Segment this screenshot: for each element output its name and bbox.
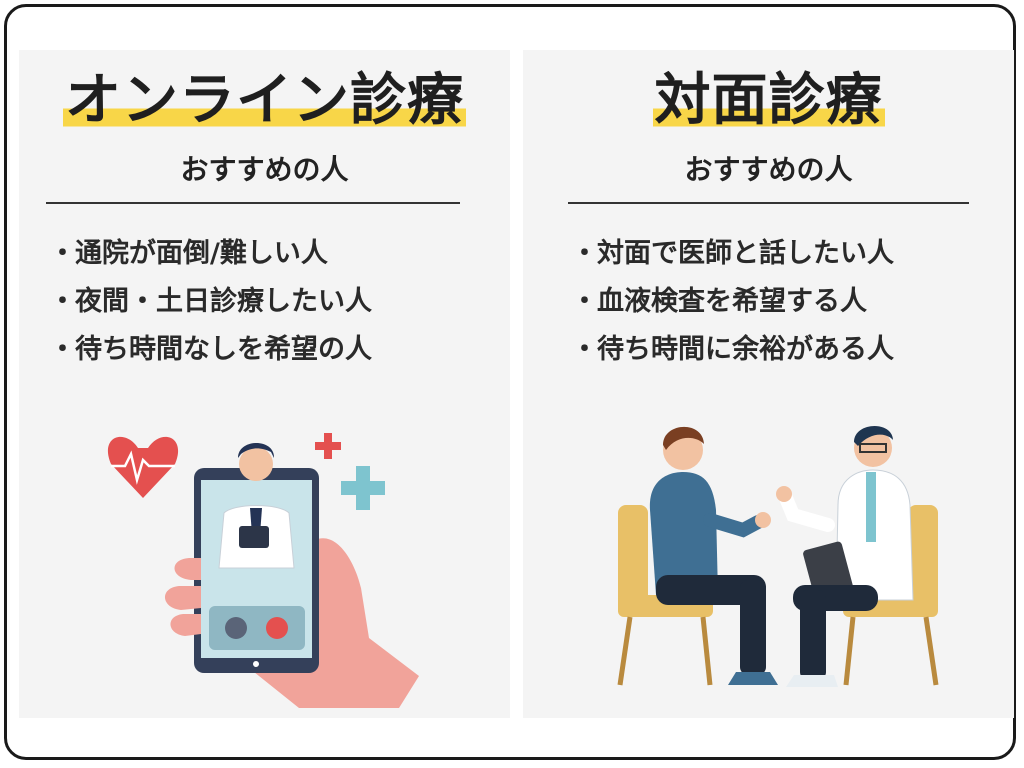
- bullet: ・: [571, 238, 598, 269]
- online-recommend-list: ・通院が面倒/難しい人 ・夜間・土日診療したい人 ・待ち時間なしを希望の人: [49, 230, 372, 374]
- in-person-subtitle: おすすめの人: [684, 153, 853, 186]
- heart-beat-icon: [107, 436, 179, 498]
- online-title-text: オンライン診療: [63, 68, 466, 133]
- list-item: ・待ち時間なしを希望の人: [49, 326, 372, 374]
- bullet: ・: [49, 238, 76, 269]
- in-person-title: 対面診療: [523, 66, 1014, 136]
- online-consultation-panel: オンライン診療 おすすめの人 ・通院が面倒/難しい人 ・夜間・土日診療したい人 …: [19, 50, 510, 718]
- online-divider: [46, 202, 460, 204]
- bullet: ・: [571, 334, 598, 365]
- list-item: ・対面で医師と話したい人: [571, 230, 894, 278]
- doctor-on-phone-illustration: [107, 433, 419, 708]
- doctor-patient-consultation-illustration: [617, 425, 939, 687]
- in-person-recommend-list: ・対面で医師と話したい人 ・血液検査を希望する人 ・待ち時間に余裕がある人: [571, 230, 894, 374]
- list-item-text: 待ち時間に余裕がある人: [597, 334, 894, 365]
- in-person-consultation-panel: 対面診療 おすすめの人 ・対面で医師と話したい人 ・血液検査を希望する人 ・待ち…: [523, 50, 1014, 718]
- list-item: ・血液検査を希望する人: [571, 278, 894, 326]
- list-item-text: 血液検査を希望する人: [597, 286, 867, 317]
- list-item: ・待ち時間に余裕がある人: [571, 326, 894, 374]
- in-person-divider: [568, 202, 969, 204]
- patient: [649, 426, 778, 685]
- list-item-text: 対面で医師と話したい人: [597, 238, 894, 269]
- medical-plus-icon: [341, 466, 385, 510]
- medical-plus-icon: [315, 433, 341, 459]
- phone-decline-icon: [266, 617, 288, 639]
- bullet: ・: [571, 286, 598, 317]
- bullet: ・: [49, 334, 76, 365]
- online-subtitle: おすすめの人: [180, 153, 349, 186]
- list-item: ・通院が面倒/難しい人: [49, 230, 372, 278]
- in-person-title-text: 対面診療: [652, 68, 885, 133]
- list-item-text: 通院が面倒/難しい人: [75, 238, 328, 269]
- chair: [617, 505, 713, 686]
- bullet: ・: [49, 286, 76, 317]
- list-item-text: 待ち時間なしを希望の人: [75, 334, 372, 365]
- online-title: オンライン診療: [19, 66, 510, 136]
- list-item: ・夜間・土日診療したい人: [49, 278, 372, 326]
- doctor: [776, 425, 914, 687]
- phone-accept-icon: [225, 617, 247, 639]
- list-item-text: 夜間・土日診療したい人: [75, 286, 372, 317]
